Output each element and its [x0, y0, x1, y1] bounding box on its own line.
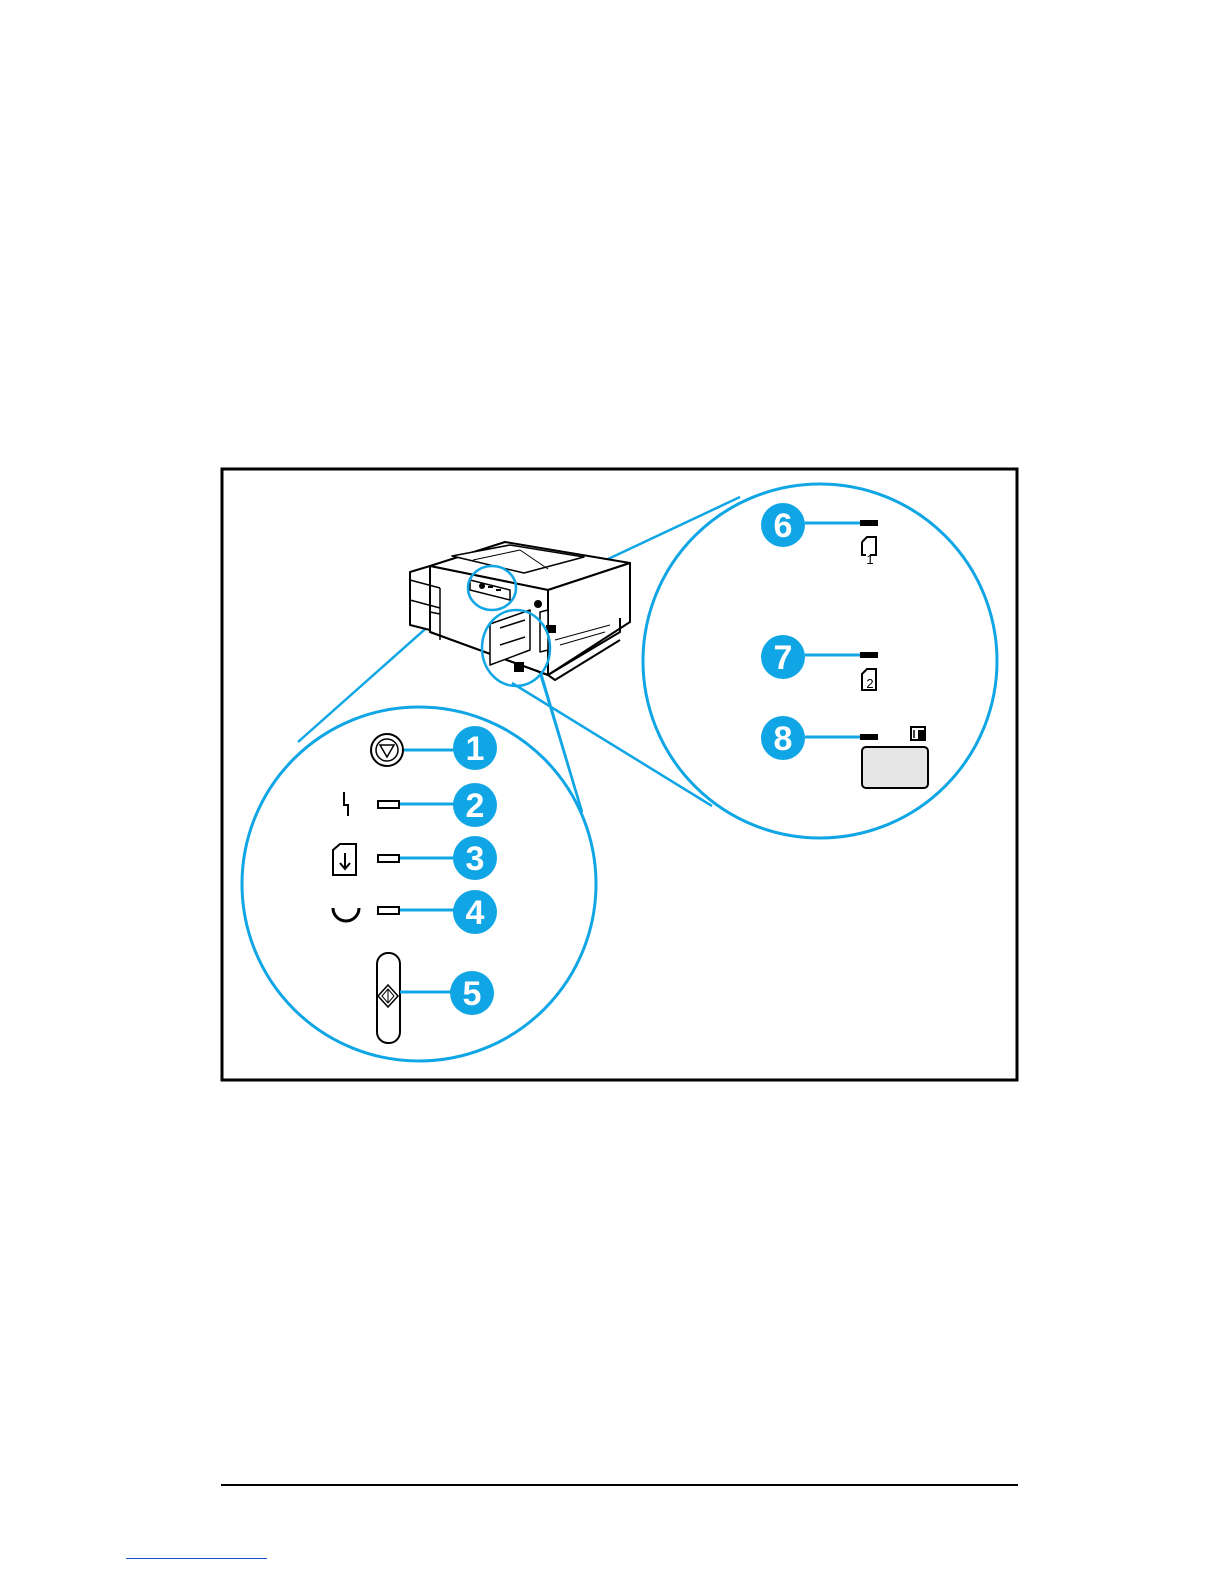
- callout-8: 8: [761, 716, 805, 760]
- feeder-led: [860, 734, 878, 740]
- callout-1: 1: [453, 726, 497, 770]
- svg-text:8: 8: [774, 720, 793, 758]
- tray2-icon: 2: [862, 669, 876, 691]
- go-button-icon[interactable]: [377, 953, 400, 1043]
- tray-lights-zoom-circle: [643, 484, 997, 838]
- callout-3: 3: [453, 836, 497, 880]
- callout-5: 5: [450, 971, 494, 1015]
- svg-text:7: 7: [774, 639, 793, 677]
- svg-text:1: 1: [866, 552, 873, 567]
- paper-feed-led: [378, 855, 399, 862]
- tray1-icon: 1: [862, 537, 876, 567]
- svg-text:3: 3: [466, 840, 485, 878]
- svg-text:1: 1: [466, 730, 485, 768]
- stop-button-icon[interactable]: [371, 734, 403, 766]
- error-led: [378, 801, 399, 808]
- paper-feed-icon: [333, 844, 356, 875]
- svg-text:5: 5: [463, 975, 482, 1013]
- callout-4: 4: [453, 890, 497, 934]
- svg-text:2: 2: [866, 676, 873, 691]
- svg-text:2: 2: [466, 787, 485, 825]
- page-link-underline[interactable]: [126, 1558, 267, 1559]
- tray2-led: [860, 652, 878, 658]
- envelope-feeder-icon: [911, 727, 925, 740]
- callout-6: 6: [761, 503, 805, 547]
- footer-rule: [221, 1484, 1018, 1486]
- control-panel-zoom-circle: [242, 707, 596, 1061]
- svg-text:4: 4: [466, 894, 485, 932]
- feeder-button[interactable]: [862, 747, 928, 788]
- tray1-led: [860, 520, 878, 526]
- ready-led: [378, 907, 399, 914]
- callout-7: 7: [761, 635, 805, 679]
- error-light-icon: [344, 792, 348, 816]
- ready-light-icon: [333, 908, 359, 921]
- svg-text:6: 6: [774, 507, 793, 545]
- callout-2: 2: [453, 783, 497, 827]
